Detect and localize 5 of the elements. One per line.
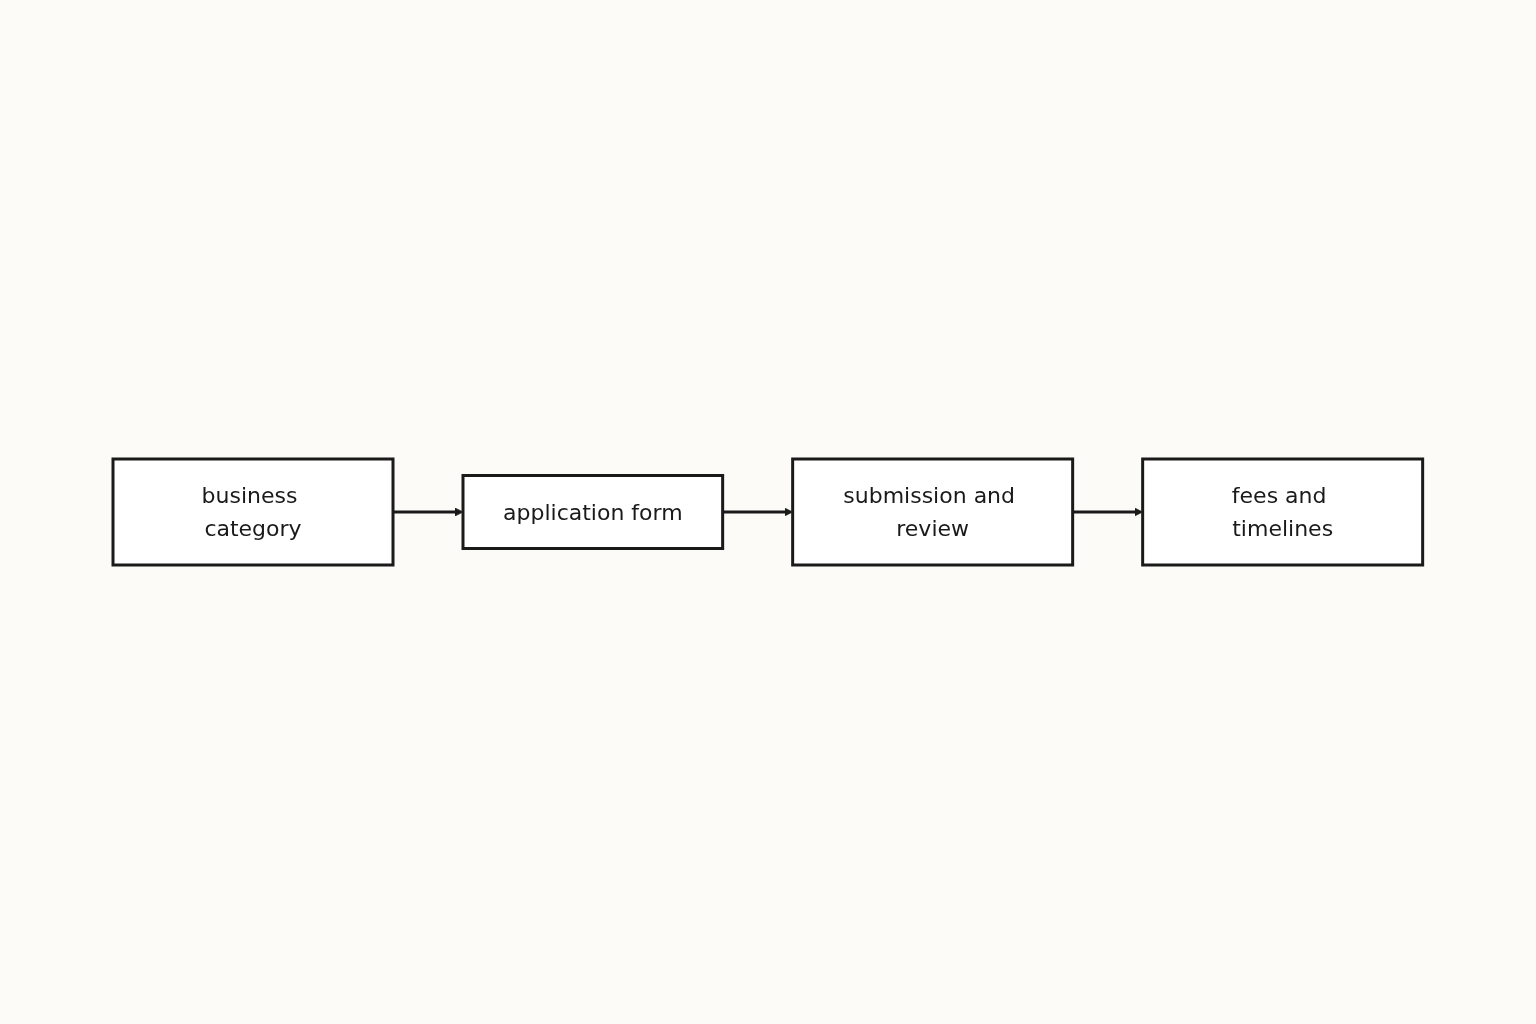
- node-box: application form: [461, 474, 725, 550]
- node-box: submission and review: [791, 457, 1075, 567]
- arrow: [393, 507, 464, 517]
- node-box: business category: [111, 457, 395, 567]
- node-box: fees and timelines: [1141, 457, 1425, 567]
